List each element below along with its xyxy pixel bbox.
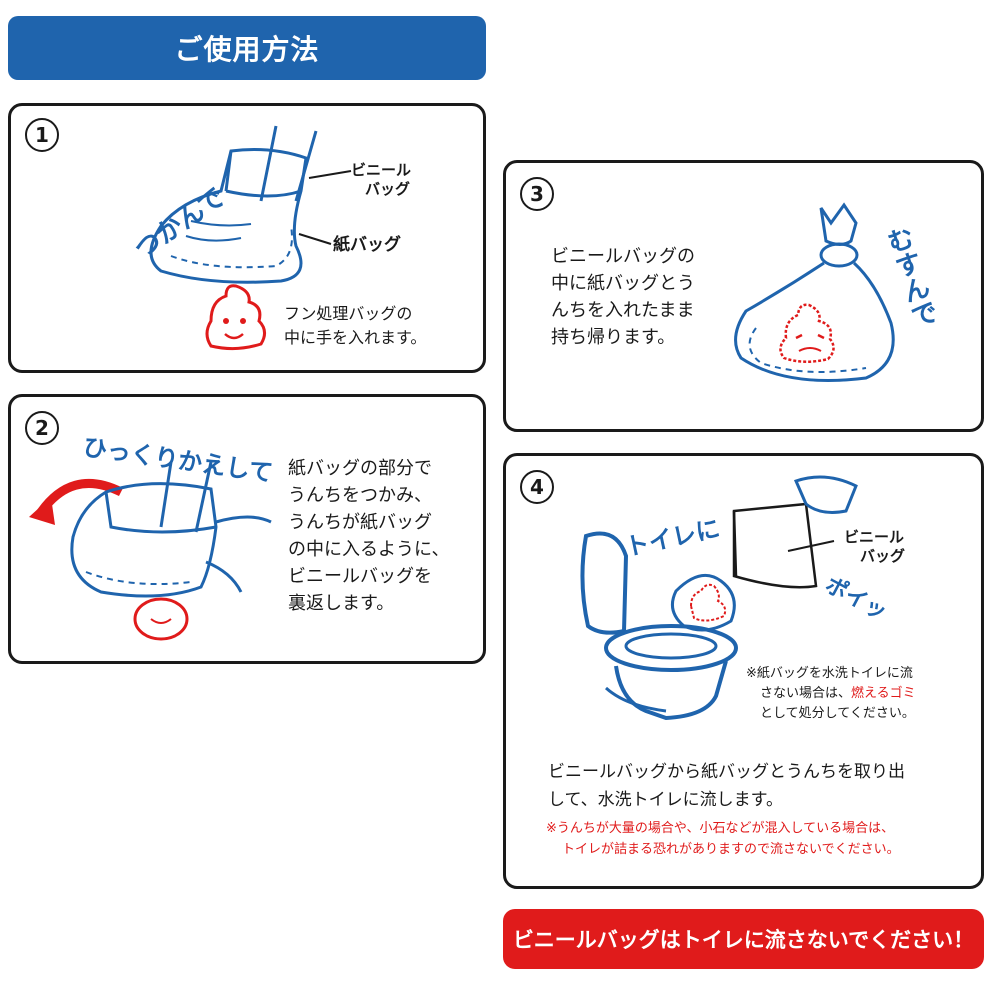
step-2-line-3: うんちが紙バッグ — [288, 512, 432, 533]
step-2-line-6: 裏返します。 — [288, 593, 395, 614]
step-4-panel: 4 トイレに ポイッ ビニール バッグ ※紙バッグを水洗トイレに流 さない場合は… — [503, 453, 984, 889]
step-3-panel: 3 ビニールバッグの 中に紙バッグとう んちを入れたまま 持ち帰ります。 むすん… — [503, 160, 984, 432]
step-3-text: ビニールバッグの 中に紙バッグとう んちを入れたまま 持ち帰ります。 — [551, 243, 695, 351]
poop-icon — [689, 583, 727, 622]
step-2-number: 2 — [25, 411, 59, 445]
step-1-paper-label: 紙バッグ — [333, 235, 401, 255]
poop-icon — [205, 284, 266, 351]
warning-line-2: トイレが詰まる恐れがありますので流さないでください。 — [562, 842, 900, 857]
step-2-line-4: の中に入るように、 — [288, 539, 450, 560]
step-4-text: ビニールバッグから紙バッグとうんちを取り出 して、水洗トイレに流します。 — [548, 758, 905, 814]
step-2-panel: 2 ひっくりかえして 紙バッグの部分で うんちをつかみ、 うんちが紙バッグ の中… — [8, 394, 486, 664]
step-3-line-3: んちを入れたまま — [551, 300, 695, 321]
step-4-number: 4 — [520, 470, 554, 504]
step-4-note: ※紙バッグを水洗トイレに流 さない場合は、燃えるゴミ として処分してください。 — [746, 664, 916, 724]
page-title: ご使用方法 — [8, 16, 486, 80]
note-line-2-text: さない場合は、 — [760, 686, 852, 701]
note-line-3: として処分してください。 — [760, 706, 915, 721]
step-4-line-1: ビニールバッグから紙バッグとうんちを取り出 — [548, 762, 905, 782]
glove-bag-illustration — [149, 125, 352, 351]
step-4-vinyl-label: ビニール バッグ — [844, 528, 905, 566]
vinyl-label-line-1: ビニール — [351, 161, 412, 179]
step-1-line-2: 中に手を入れます。 — [284, 328, 427, 347]
toilet-illustration — [580, 475, 858, 721]
step-3-line-2: 中に紙バッグとう — [551, 273, 695, 294]
step-1-panel: 1 つかんで ビニール バッグ 紙バッグ フン処理バッグの 中に手を入れます。 — [8, 103, 486, 373]
step-1-number: 1 — [25, 118, 59, 152]
flip-bag-illustration — [29, 461, 272, 641]
vinyl-label-line-2: バッグ — [365, 180, 411, 198]
step-1-text: フン処理バッグの 中に手を入れます。 — [284, 302, 426, 350]
note-highlight: 燃えるゴミ — [851, 686, 916, 701]
step-2-line-2: うんちをつかみ、 — [288, 485, 432, 506]
note-line-2: さない場合は、燃えるゴミ — [746, 684, 916, 704]
step-1-vinyl-label: ビニール バッグ — [351, 161, 411, 199]
step-1-line-1: フン処理バッグの — [284, 304, 413, 323]
tied-bag-illustration — [734, 202, 895, 382]
step-4-warning: ※うんちが大量の場合や、小石などが混入している場合は、 トイレが詰まる恐れがあり… — [546, 818, 900, 860]
step-4-line-2: して、水洗トイレに流します。 — [548, 790, 783, 810]
warning-line-1: ※うんちが大量の場合や、小石などが混入している場合は、 — [546, 821, 895, 836]
note-line-1: ※紙バッグを水洗トイレに流 — [746, 666, 913, 681]
step-2-line-1: 紙バッグの部分で — [288, 458, 432, 479]
step-3-line-4: 持ち帰ります。 — [551, 327, 676, 348]
footer-warning: ビニールバッグはトイレに流さないでください！ — [503, 909, 984, 969]
step-2-text: 紙バッグの部分で うんちをつかみ、 うんちが紙バッグ の中に入るように、 ビニー… — [288, 455, 449, 617]
step-2-line-5: ビニールバッグを — [288, 566, 432, 587]
vinyl-label-line-2: バッグ — [860, 547, 906, 565]
poop-icon — [133, 597, 189, 641]
step-3-line-1: ビニールバッグの — [551, 246, 695, 267]
step-3-number: 3 — [520, 177, 554, 211]
poop-icon — [779, 303, 835, 363]
vinyl-label-line-1: ビニール — [844, 528, 905, 546]
